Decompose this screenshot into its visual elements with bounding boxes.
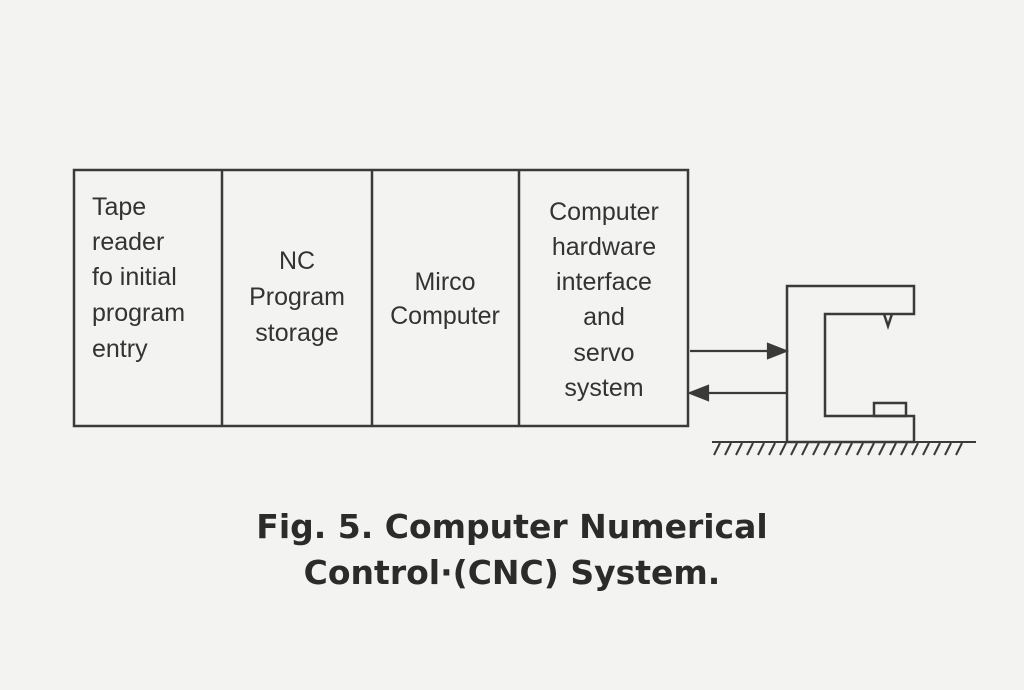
- hatch-mark: [834, 442, 842, 456]
- hatch-mark: [900, 442, 908, 456]
- hatch-mark: [845, 442, 853, 456]
- block-interface-line-6: system: [564, 374, 643, 402]
- block-interface-line-4: and: [583, 303, 625, 331]
- block-micro-computer-line-1: Mirco: [414, 268, 475, 296]
- block-interface-line-2: hardware: [552, 233, 656, 261]
- block-micro-computer: Mirco Computer: [390, 268, 500, 330]
- workpiece-icon: [872, 401, 908, 418]
- hatch-mark: [713, 442, 721, 456]
- block-tape-reader-line-2: reader: [92, 228, 164, 256]
- hatch-mark: [746, 442, 754, 456]
- hatch-mark: [823, 442, 831, 456]
- hatch-mark: [944, 442, 952, 456]
- block-nc-program-storage: NC Program storage: [249, 247, 345, 347]
- hatch-mark: [724, 442, 732, 456]
- hatch-mark: [889, 442, 897, 456]
- machine-tool-icon: [785, 284, 916, 444]
- feedback-arrowhead-icon: [686, 384, 710, 402]
- output-arrowhead-icon: [766, 342, 790, 360]
- hatch-mark: [867, 442, 875, 456]
- hatch-mark: [768, 442, 776, 456]
- block-nc-storage-line-2: Program: [249, 283, 345, 311]
- block-interface-line-5: servo: [573, 339, 634, 367]
- block-tape-reader: Tape reader fo initial program entry: [92, 193, 185, 363]
- hatch-mark: [922, 442, 930, 456]
- block-hardware-interface: Computer hardware interface and servo sy…: [549, 198, 659, 402]
- hatch-mark: [878, 442, 886, 456]
- cutter-tip-icon: [882, 313, 894, 330]
- block-micro-computer-line-2: Computer: [390, 302, 500, 330]
- ground-hatching: [712, 441, 976, 456]
- hatch-mark: [757, 442, 765, 456]
- hatch-mark: [735, 442, 743, 456]
- hatch-mark: [856, 442, 864, 456]
- hatch-mark: [801, 442, 809, 456]
- block-tape-reader-line-3: fo initial: [92, 263, 177, 291]
- block-tape-reader-line-1: Tape: [92, 193, 146, 221]
- figure-caption-line-1: Fig. 5. Computer Numerical: [256, 507, 768, 546]
- hatch-mark: [933, 442, 941, 456]
- block-frame: [72, 168, 690, 428]
- hatch-mark: [812, 442, 820, 456]
- block-nc-storage-line-3: storage: [255, 319, 338, 347]
- hatch-mark: [955, 442, 963, 456]
- block-interface-line-1: Computer: [549, 198, 659, 226]
- block-tape-reader-line-4: program: [92, 299, 185, 327]
- hatch-mark: [790, 442, 798, 456]
- hatch-mark: [779, 442, 787, 456]
- block-tape-reader-line-5: entry: [92, 335, 148, 363]
- block-interface-line-3: interface: [556, 268, 652, 296]
- figure-caption-line-2: Control·(CNC) System.: [303, 553, 721, 592]
- hatch-mark: [911, 442, 919, 456]
- block-nc-storage-line-1: NC: [279, 247, 315, 275]
